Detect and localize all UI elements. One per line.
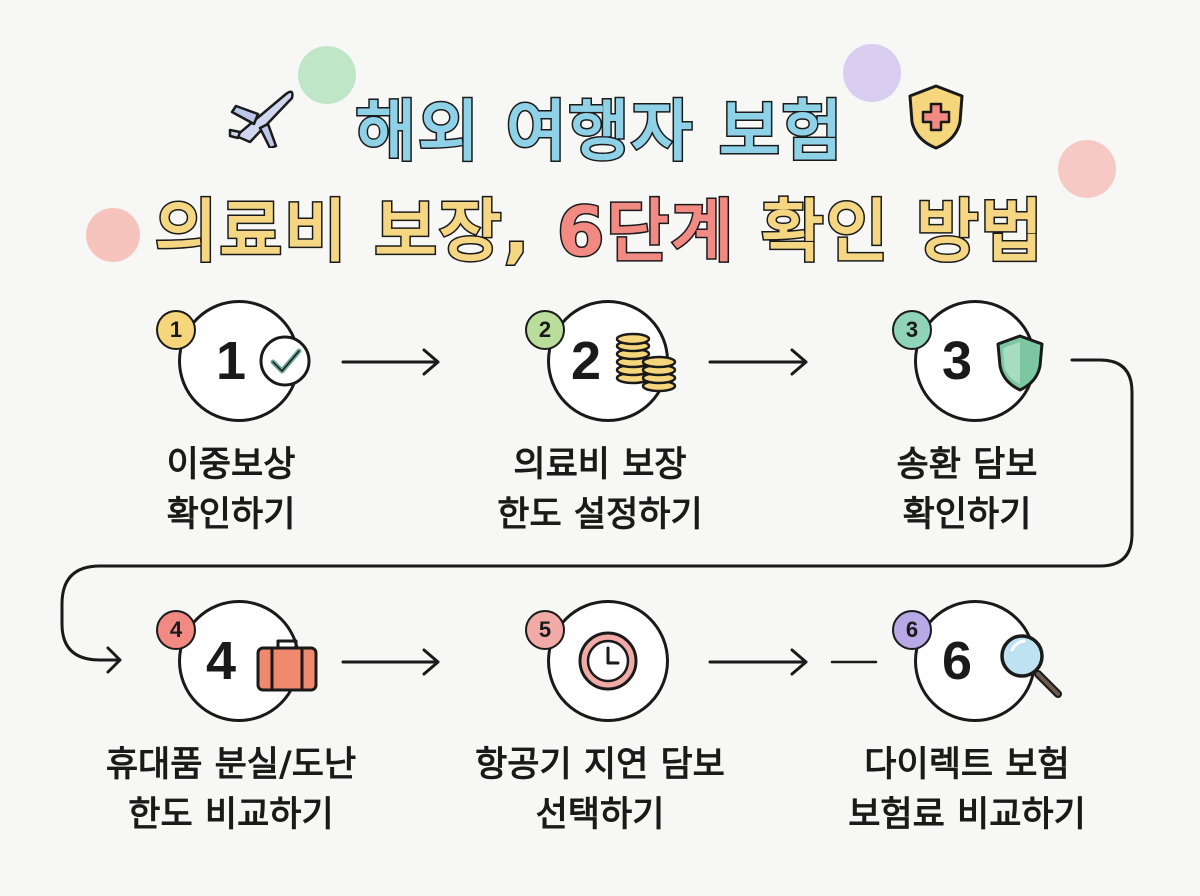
step-label-line-2: 한도 설정하기 xyxy=(497,495,703,535)
step-label-line-1: 항공기 지연 담보 xyxy=(475,745,725,785)
magnifier-icon xyxy=(1000,634,1062,698)
arrow-step5-to-step6 xyxy=(708,648,808,676)
title-line-2-part-1: 의료비 보장, xyxy=(153,192,557,274)
step-label-line-2: 확인하기 xyxy=(166,495,296,535)
step-badge: 3 xyxy=(892,310,932,350)
check-circle-icon xyxy=(259,335,311,387)
title-line-2-part-2: 확인 방법 xyxy=(735,192,1045,274)
step-label-line-2: 확인하기 xyxy=(902,495,1032,535)
medical-shield-icon xyxy=(908,84,964,150)
step-badge: 1 xyxy=(156,310,196,350)
step-number: 4 xyxy=(206,631,237,691)
step-label-line-2: 보험료 비교하기 xyxy=(848,795,1086,835)
decor-blob-pink-right xyxy=(1058,140,1116,198)
step-badge: 4 xyxy=(156,610,196,650)
step-number: 2 xyxy=(571,331,602,391)
step-badge: 2 xyxy=(525,310,565,350)
step-label-line-2: 한도 비교하기 xyxy=(128,795,334,835)
suitcase-icon xyxy=(256,639,318,692)
arrow-step2-to-step3 xyxy=(708,348,808,376)
step-number: 3 xyxy=(942,331,973,391)
airplane-icon xyxy=(228,90,294,148)
arrow-step1-to-step2 xyxy=(341,348,440,376)
clock-icon xyxy=(578,631,638,691)
title-line-1: 해외 여행자 보험 xyxy=(0,78,1200,174)
step-label-line-1: 다이렉트 보험 xyxy=(864,745,1070,785)
arrow-step4-to-step5 xyxy=(341,648,440,676)
decor-blob-green xyxy=(298,46,356,104)
title-highlight: 6단계 xyxy=(555,192,736,274)
arrow-step3-to-step4 xyxy=(60,358,1134,674)
step-label-line-1: 휴대품 분실/도난 xyxy=(105,745,357,785)
step-label-line-1: 의료비 보장 xyxy=(513,445,687,485)
step-badge: 6 xyxy=(892,610,932,650)
decor-blob-pink-left xyxy=(86,208,140,262)
step-label-line-1: 이중보상 xyxy=(166,445,296,485)
decor-blob-purple xyxy=(843,44,901,102)
coins-icon xyxy=(615,332,677,393)
title-line-2: 의료비 보장, 6단계 확인 방법 xyxy=(0,176,1200,275)
step-label-line-1: 송환 담보 xyxy=(896,445,1038,485)
step-badge: 5 xyxy=(525,610,565,650)
step-label-line-2: 선택하기 xyxy=(535,795,665,835)
title-line-1-text: 해외 여행자 보험 xyxy=(354,92,845,172)
shield-icon xyxy=(996,334,1044,392)
step-number: 6 xyxy=(942,631,973,691)
step-number: 1 xyxy=(216,331,247,391)
